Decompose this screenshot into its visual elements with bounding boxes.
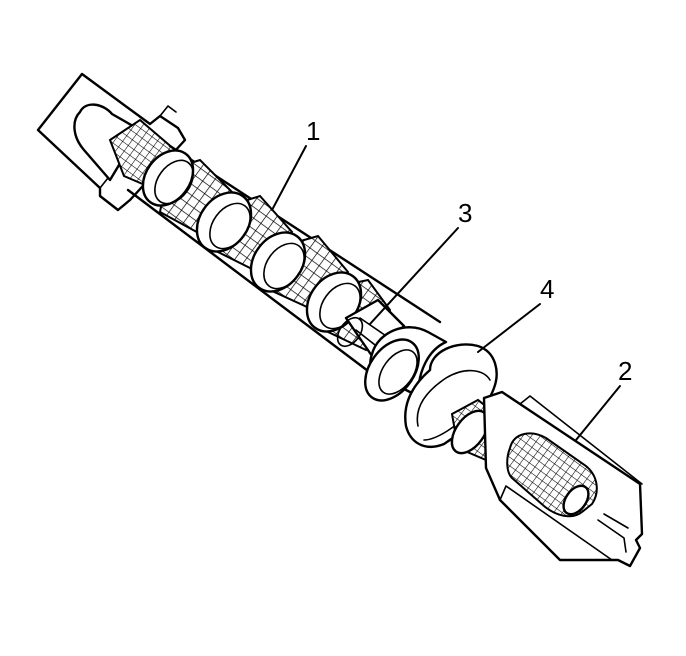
callout-2: 2 (618, 356, 632, 386)
o-ring-seal (364, 326, 448, 402)
leader-4 (477, 303, 541, 353)
callout-1: 1 (306, 116, 320, 146)
leader-1 (271, 145, 307, 211)
leader-2 (575, 385, 621, 441)
leader-3 (369, 227, 459, 325)
outlet-frame (482, 390, 644, 568)
ring-3 (249, 231, 307, 293)
leader-lines (271, 145, 621, 441)
callout-4: 4 (540, 274, 554, 304)
callout-3: 3 (458, 198, 472, 228)
ring-1 (141, 149, 195, 207)
callouts: 1 3 4 2 (306, 116, 632, 386)
ring-2 (195, 191, 253, 253)
